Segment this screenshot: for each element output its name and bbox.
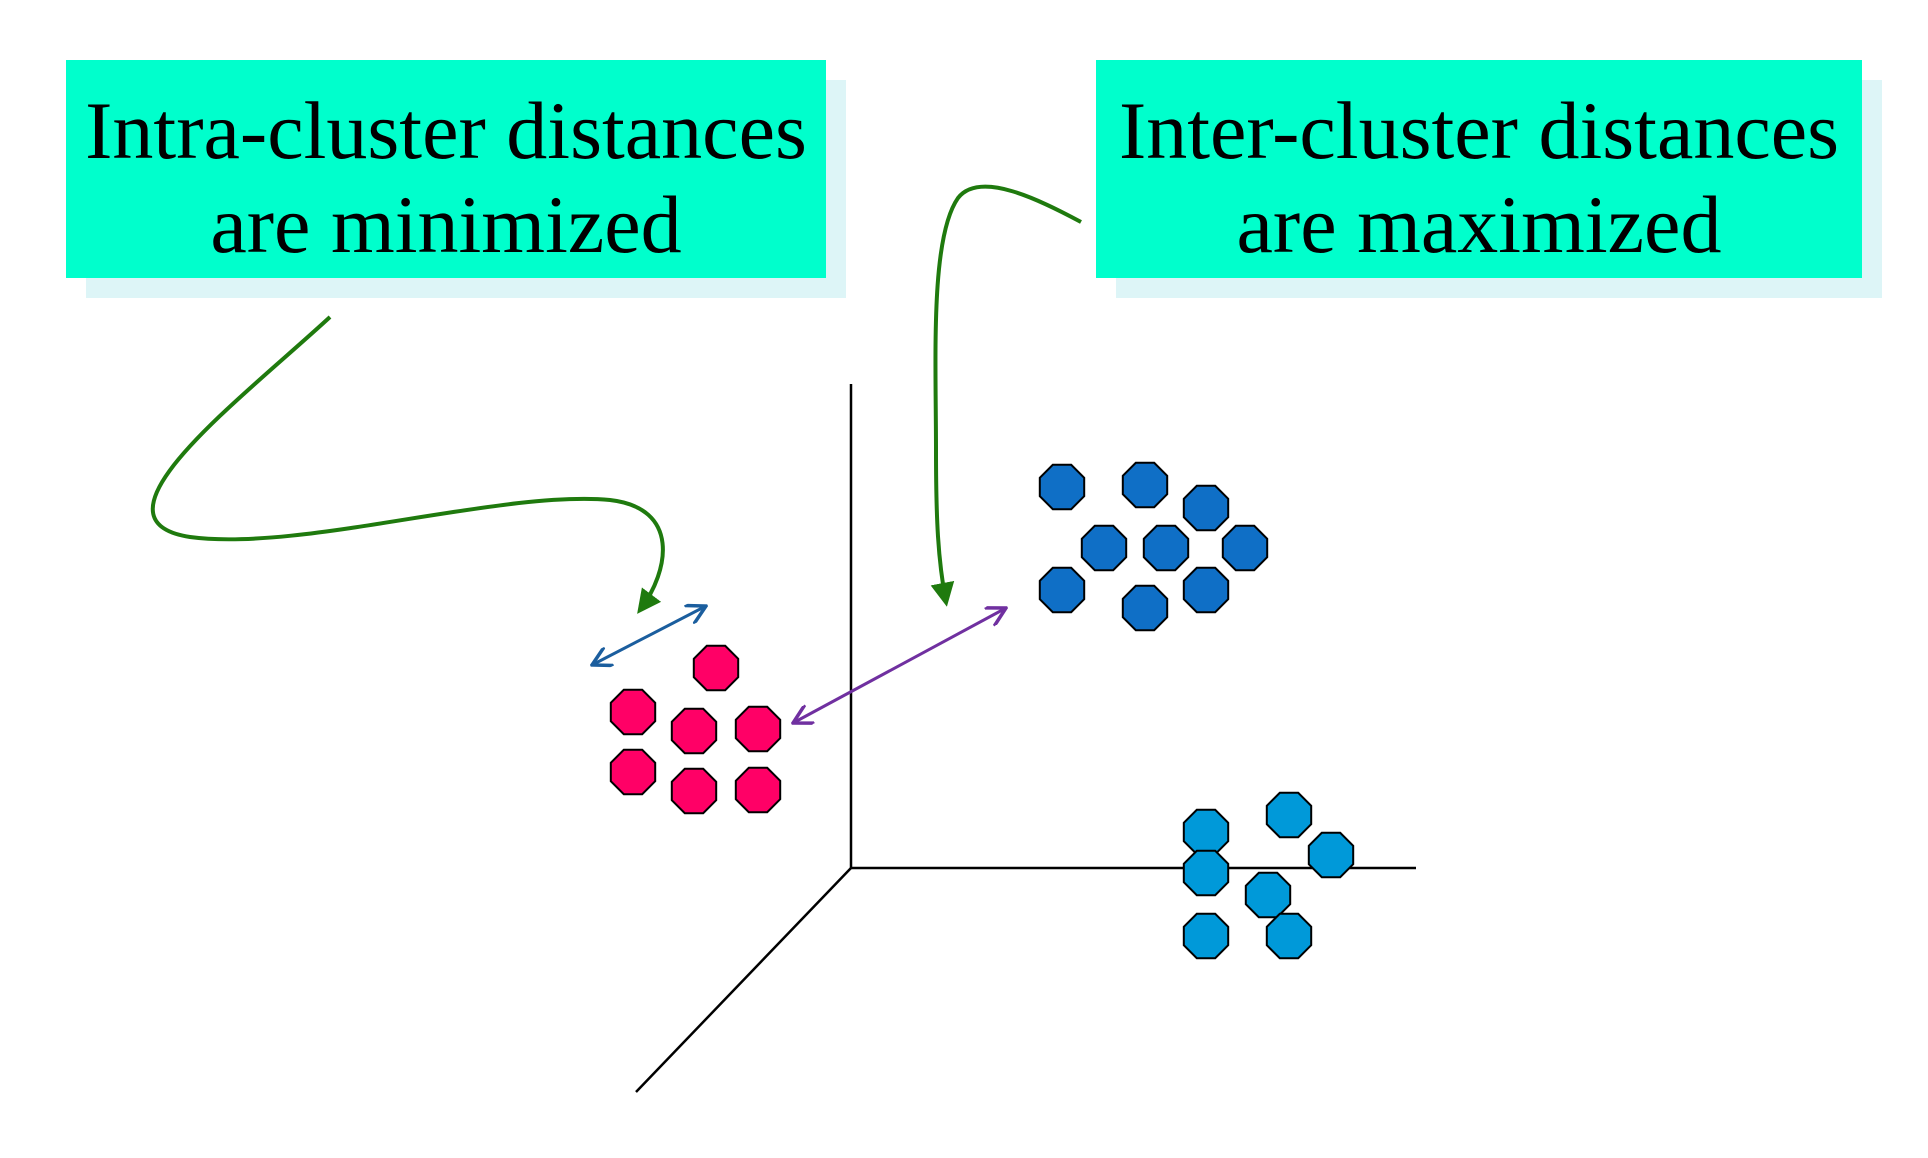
cluster-point-octagon-icon (1142, 524, 1190, 572)
cluster-point-octagon-icon (1182, 808, 1230, 856)
cluster-point-octagon-icon (1182, 849, 1230, 897)
cluster-point-octagon-icon (609, 748, 657, 796)
cluster-point-octagon-icon (670, 767, 718, 815)
callout-intra-line2: are minimized (210, 179, 681, 270)
cluster-point-octagon-icon (1265, 912, 1313, 960)
intra-distance-arrow (592, 606, 706, 665)
callout-inter-line2: are maximized (1237, 179, 1722, 270)
callout-intra-cluster: Intra-cluster distances are minimized (66, 60, 846, 298)
cluster-point-octagon-icon (1221, 524, 1269, 572)
cluster-point-octagon-icon (1182, 912, 1230, 960)
cluster-point-octagon-icon (670, 707, 718, 755)
cluster-point-octagon-icon (1265, 791, 1313, 839)
cluster-blue (1038, 461, 1269, 632)
cluster-point-octagon-icon (1182, 566, 1230, 614)
cluster-lightblue (1182, 791, 1355, 960)
cluster-point-octagon-icon (1038, 566, 1086, 614)
cluster-point-octagon-icon (1307, 831, 1355, 879)
cluster-point-octagon-icon (1121, 584, 1169, 632)
cluster-point-octagon-icon (1038, 463, 1086, 511)
cluster-red (609, 644, 782, 815)
inter-callout-arrow (930, 184, 1082, 607)
callout-intra-line1: Intra-cluster distances (85, 85, 807, 176)
cluster-point-octagon-icon (1121, 461, 1169, 509)
cluster-point-octagon-icon (1080, 524, 1128, 572)
callout-box (1096, 60, 1862, 278)
cluster-point-octagon-icon (692, 644, 740, 692)
inter-distance-arrow (793, 608, 1006, 723)
intra-callout-arrow (150, 315, 665, 614)
callout-inter-line1: Inter-cluster distances (1119, 85, 1839, 176)
callout-inter-cluster: Inter-cluster distances are maximized (1096, 60, 1882, 298)
cluster-point-octagon-icon (1182, 484, 1230, 532)
cluster-point-octagon-icon (1244, 871, 1292, 919)
cluster-point-octagon-icon (609, 688, 657, 736)
cluster-point-octagon-icon (734, 705, 782, 753)
cluster-point-octagon-icon (734, 766, 782, 814)
axis-depth (635, 867, 852, 1093)
callout-box (66, 60, 826, 278)
